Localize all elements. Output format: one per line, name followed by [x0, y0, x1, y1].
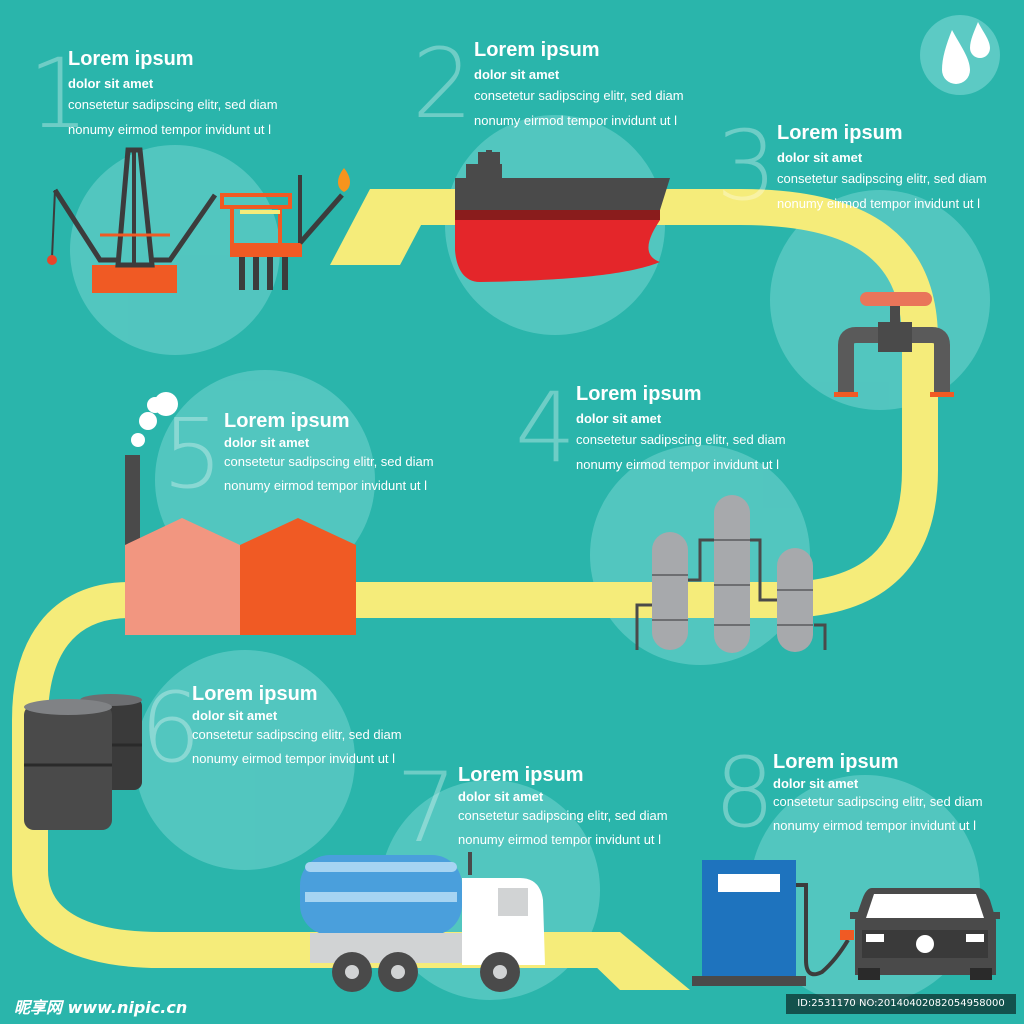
factory-icon — [125, 392, 356, 635]
step-text-line-2: nonumy eirmod tempor invidunt ut l — [192, 751, 396, 766]
step-subtitle: dolor sit amet — [773, 776, 859, 791]
step-text-line-1: consetetur sadipscing elitr, sed diam — [576, 432, 786, 447]
step-text-line-1: consetetur sadipscing elitr, sed diam — [777, 171, 987, 186]
step-number: 6 — [140, 672, 202, 784]
step-number: 4 — [515, 372, 577, 484]
step-number: 8 — [714, 737, 776, 849]
step-title: Lorem ipsum — [224, 410, 350, 432]
oil-barrels-icon — [24, 694, 142, 830]
step-text-line-1: consetetur sadipscing elitr, sed diam — [458, 808, 668, 823]
step-title: Lorem ipsum — [192, 683, 318, 705]
step-number: 1 — [28, 38, 90, 150]
watermark-site: 昵享网 www.nipic.cn — [14, 998, 188, 1017]
step-number: 2 — [412, 28, 474, 140]
road-start — [330, 189, 440, 265]
step-text-line-2: nonumy eirmod tempor invidunt ut l — [474, 113, 678, 128]
step-title: Lorem ipsum — [474, 39, 600, 61]
step-text-line-1: consetetur sadipscing elitr, sed diam — [474, 88, 684, 103]
step-text-line-2: nonumy eirmod tempor invidunt ut l — [777, 196, 981, 211]
oil-drop-icon — [920, 15, 1000, 95]
step-number: 5 — [162, 398, 224, 510]
watermark-id: ID:2531170 NO:20140402082054958000 — [786, 994, 1016, 1014]
step-number: 7 — [396, 752, 458, 864]
step-text-line-2: nonumy eirmod tempor invidunt ut l — [576, 457, 780, 472]
refinery-tanks-icon — [635, 495, 827, 653]
step-title: Lorem ipsum — [458, 764, 584, 786]
step-text-line-2: nonumy eirmod tempor invidunt ut l — [773, 818, 977, 833]
gas-station-car-icon — [692, 860, 1000, 986]
step-text-line-1: consetetur sadipscing elitr, sed diam — [68, 97, 278, 112]
pipeline-valve-icon — [834, 292, 954, 397]
tanker-truck-icon — [300, 852, 545, 992]
step-subtitle: dolor sit amet — [777, 150, 863, 165]
step-number: 3 — [716, 110, 778, 222]
tanker-ship-icon — [455, 150, 670, 282]
step-text-line-2: nonumy eirmod tempor invidunt ut l — [224, 478, 428, 493]
step-subtitle: dolor sit amet — [474, 67, 560, 82]
step-subtitle: dolor sit amet — [458, 789, 544, 804]
step-title: Lorem ipsum — [68, 48, 194, 70]
step-text-line-2: nonumy eirmod tempor invidunt ut l — [68, 122, 272, 137]
step-text-line-1: consetetur sadipscing elitr, sed diam — [224, 454, 434, 469]
step-subtitle: dolor sit amet — [68, 76, 154, 91]
step-subtitle: dolor sit amet — [576, 411, 662, 426]
road-end — [560, 932, 690, 990]
oil-platform-icon — [47, 147, 350, 293]
step-title: Lorem ipsum — [576, 383, 702, 405]
step-text-line-1: consetetur sadipscing elitr, sed diam — [192, 727, 402, 742]
step-title: Lorem ipsum — [773, 751, 899, 773]
step-title: Lorem ipsum — [777, 122, 903, 144]
step-text-line-2: nonumy eirmod tempor invidunt ut l — [458, 832, 662, 847]
step-text-line-1: consetetur sadipscing elitr, sed diam — [773, 794, 983, 809]
step-subtitle: dolor sit amet — [224, 435, 310, 450]
step-subtitle: dolor sit amet — [192, 708, 278, 723]
